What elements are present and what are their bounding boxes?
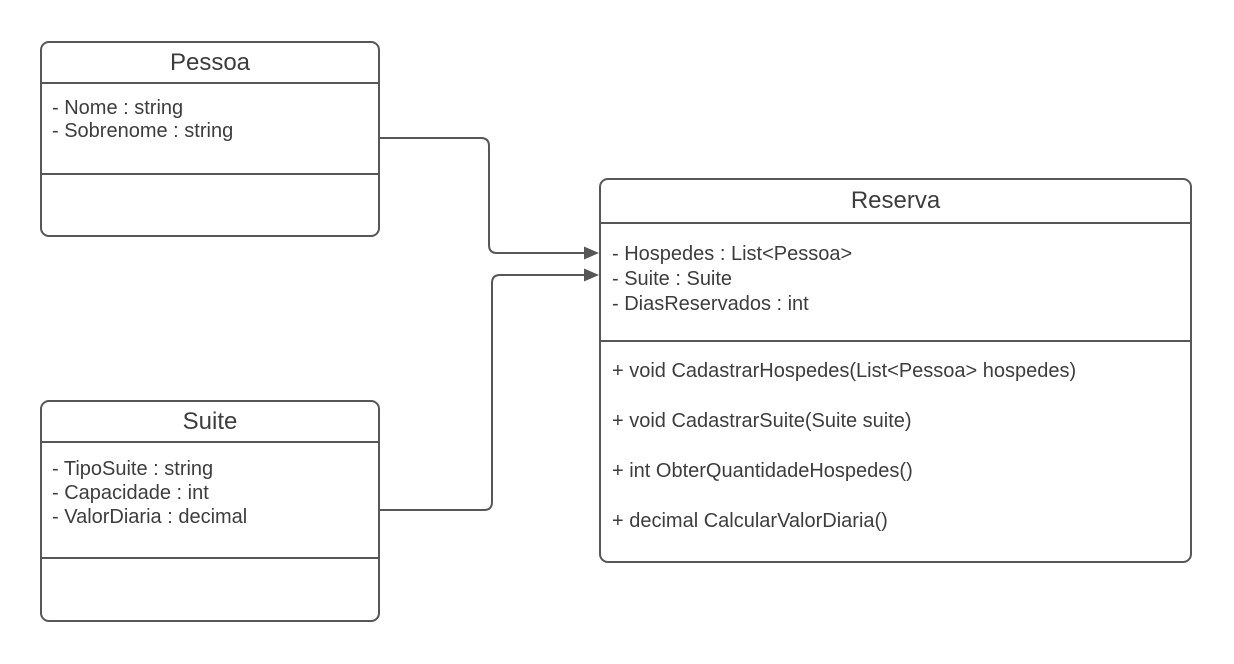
arrowhead-icon [584, 268, 599, 282]
connector-pessoa-to-reserva-line [379, 137, 585, 254]
attribute-line: - Hospedes : List<Pessoa> [612, 243, 853, 265]
class-attributes-pessoa: - Nome : string - Sobrenome : string [42, 82, 378, 173]
attribute-line: - Suite : Suite [612, 268, 733, 290]
class-title-pessoa: Pessoa [169, 48, 251, 76]
method-line: + int ObterQuantidadeHospedes() [612, 460, 913, 482]
attribute-line: - ValorDiaria : decimal [52, 506, 248, 528]
connector-suite-to-reserva-line [379, 274, 585, 511]
attribute-line: - DiasReservados : int [612, 293, 809, 315]
class-attributes-suite: - TipoSuite : string - Capacidade : int … [42, 441, 378, 557]
class-title-reserva: Reserva [850, 187, 941, 214]
attribute-line: - Capacidade : int [52, 482, 209, 504]
class-attributes-reserva: - Hospedes : List<Pessoa> - Suite : Suit… [601, 222, 1190, 340]
class-title-suite: Suite [182, 407, 238, 435]
class-methods-reserva: + void CadastrarHospedes(List<Pessoa> ho… [601, 340, 1190, 561]
class-methods-pessoa-empty [42, 173, 378, 235]
attribute-line: - TipoSuite : string [52, 458, 214, 480]
class-methods-suite-empty [42, 557, 378, 620]
class-box-reserva: Reserva - Hospedes : List<Pessoa> - Suit… [599, 178, 1192, 563]
connector-suite-to-reserva [379, 268, 599, 511]
method-line: + void CadastrarHospedes(List<Pessoa> ho… [612, 360, 1077, 382]
arrowhead-icon [584, 246, 599, 260]
attribute-line: - Sobrenome : string [52, 120, 234, 142]
class-box-pessoa: Pessoa - Nome : string - Sobrenome : str… [40, 41, 380, 237]
class-box-suite: Suite - TipoSuite : string - Capacidade … [40, 400, 380, 622]
method-line: + decimal CalcularValorDiaria() [612, 510, 888, 532]
attribute-line: - Nome : string [52, 97, 184, 119]
connector-pessoa-to-reserva [379, 137, 599, 260]
method-line: + void CadastrarSuite(Suite suite) [612, 410, 912, 432]
